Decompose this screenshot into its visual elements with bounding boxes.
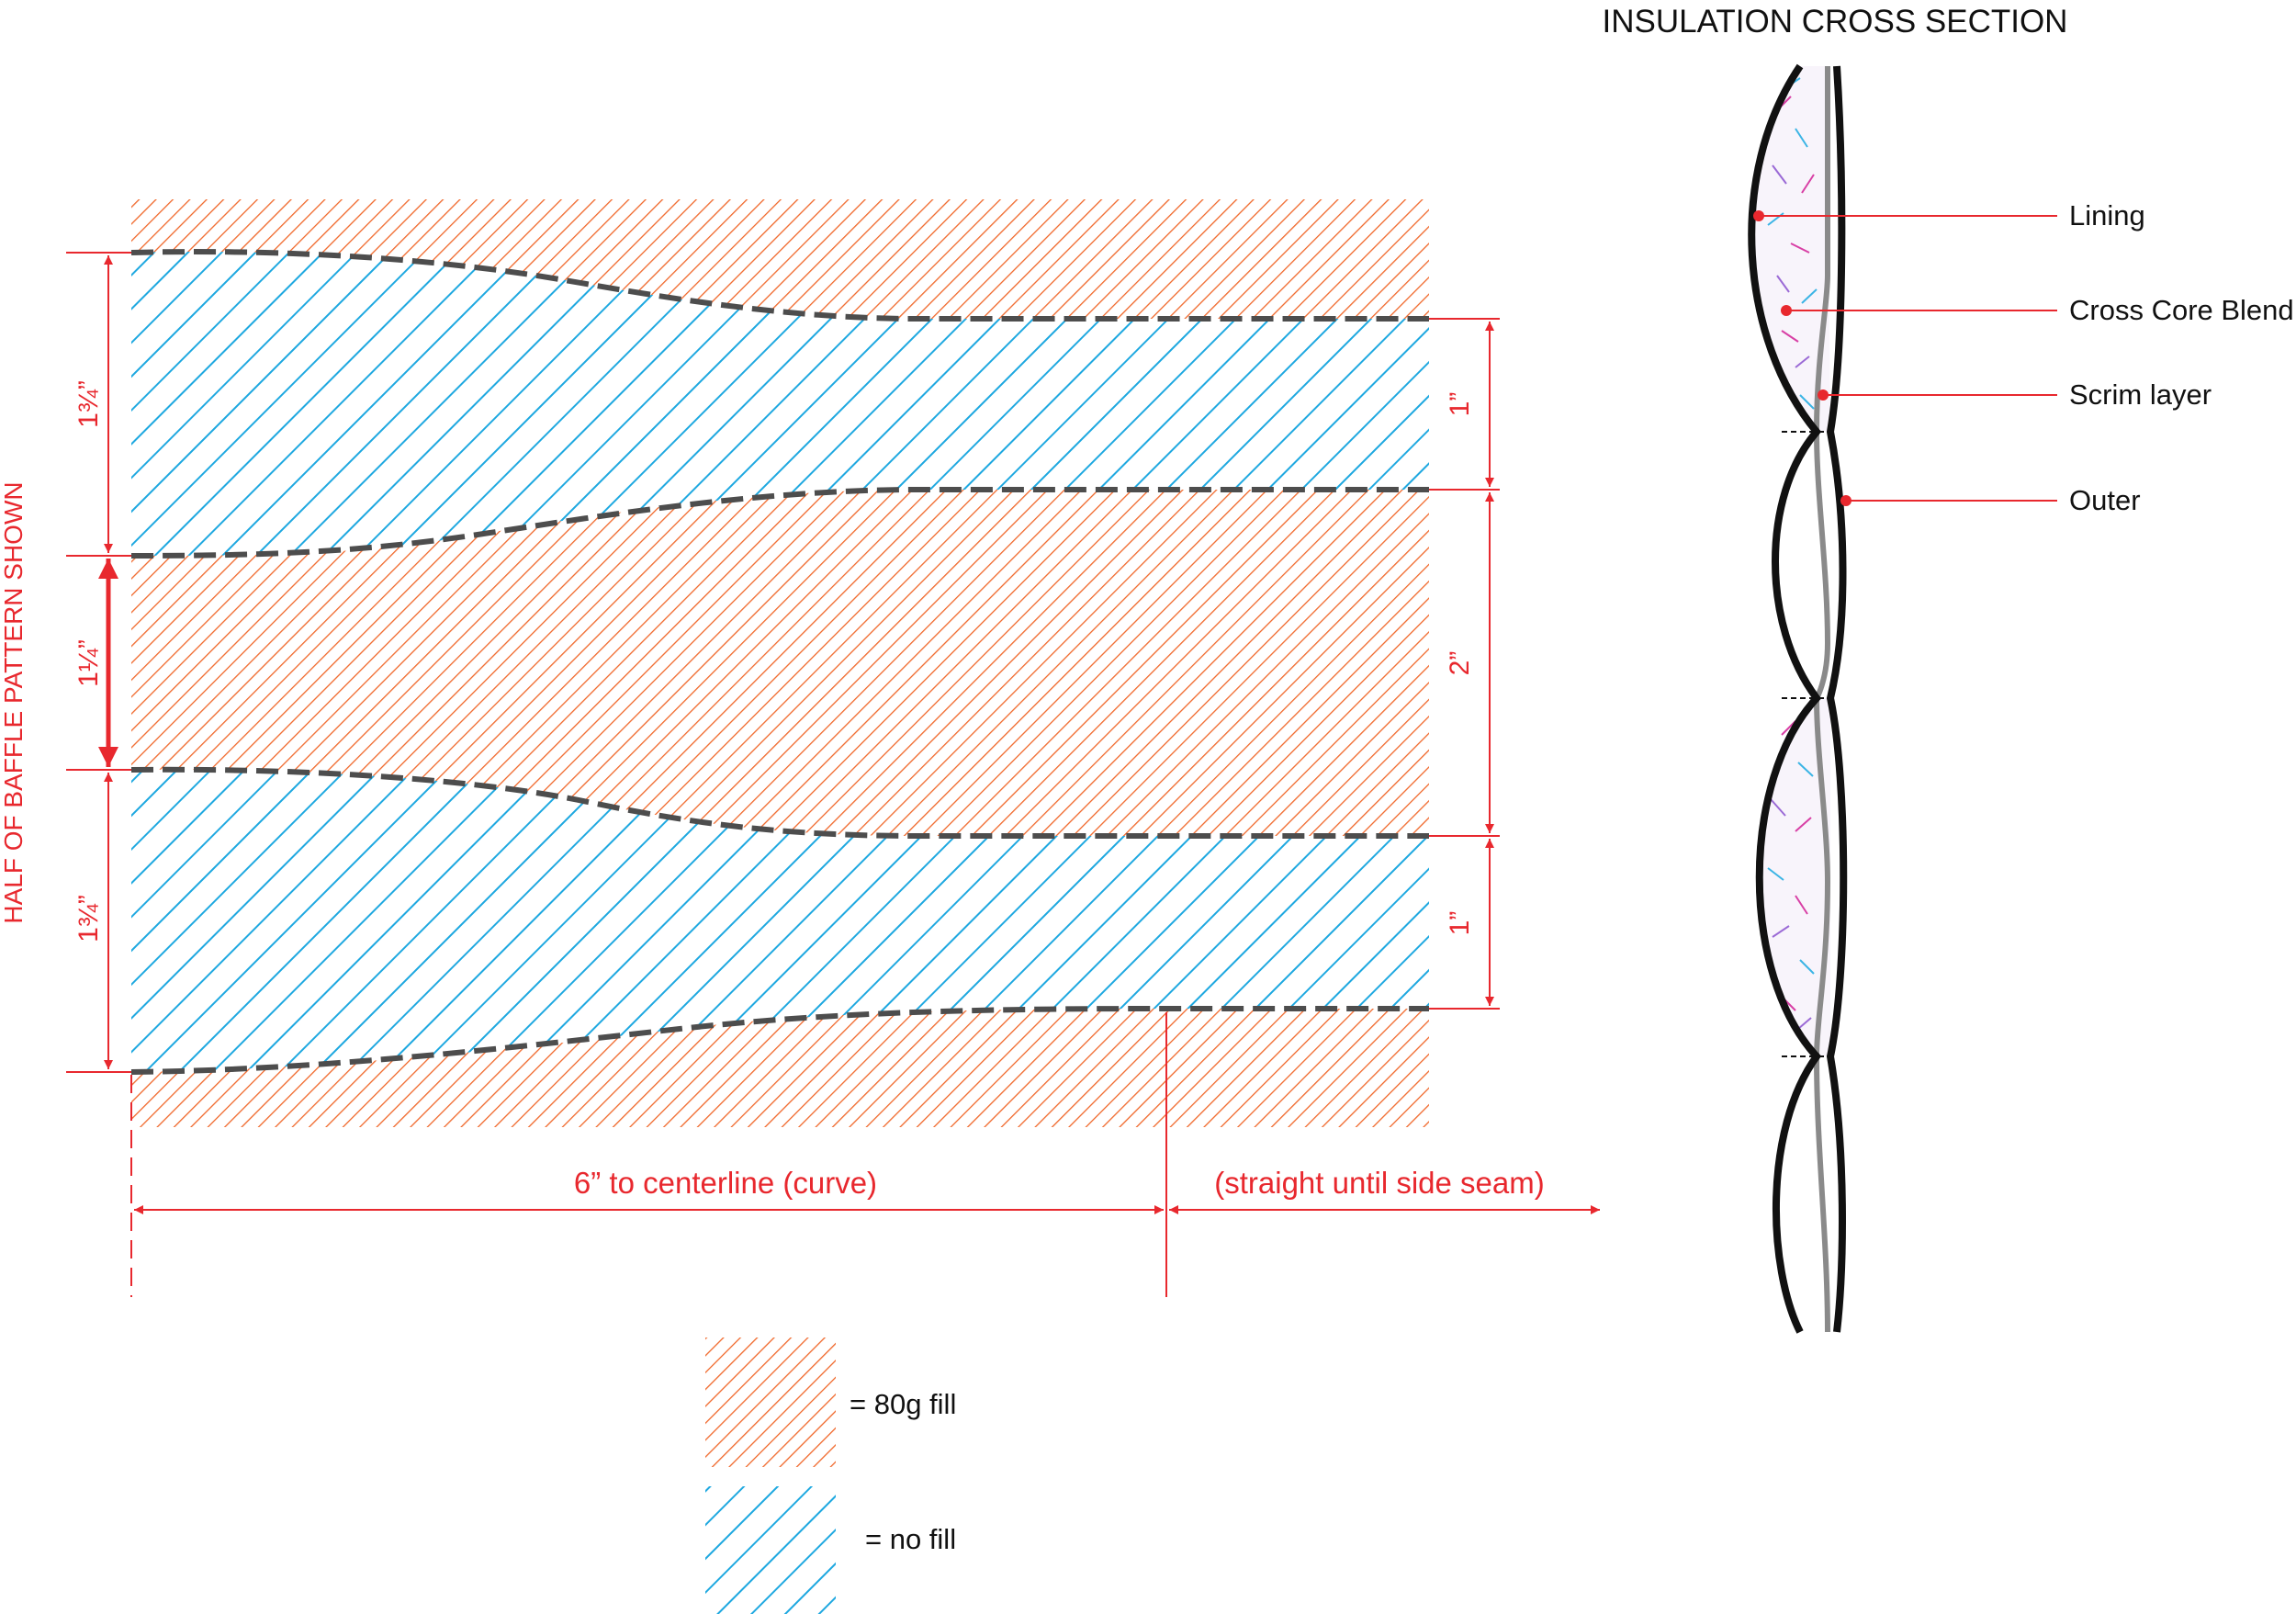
centerline-dimension-label: 6” to centerline (curve): [574, 1166, 877, 1200]
right-dimension-3: 1”: [1445, 911, 1475, 936]
seam-line-2: [130, 487, 1429, 559]
seam-line-4: [130, 1006, 1429, 1075]
cross-section-title: INSULATION CROSS SECTION: [1603, 4, 2068, 40]
right-dimension-1: 1”: [1445, 392, 1475, 417]
bottom-dimension-lines: [130, 1012, 1600, 1297]
baffle-seam-lines: [130, 249, 1429, 1075]
callout-scrim-layer: Scrim layer: [2069, 378, 2212, 411]
left-dimension-1: 1¾”: [73, 380, 104, 428]
left-dimension-lines: [66, 252, 131, 1073]
cross-section-callouts: [1759, 215, 2057, 502]
baffle-pattern: [130, 199, 1429, 1127]
lining-shell: [1748, 63, 1822, 1334]
outer-dot: [1840, 495, 1851, 506]
outer-shell: [1826, 65, 1848, 1333]
cross-core-dot: [1781, 305, 1792, 316]
scrim-dot: [1818, 389, 1829, 401]
stitch-marks: [1782, 431, 1832, 1057]
left-dimension-2: 1¼”: [73, 639, 104, 687]
vertical-title: HALF OF BAFFLE PATTERN SHOWN: [0, 481, 28, 923]
straight-dimension-label: (straight until side seam): [1214, 1166, 1544, 1200]
callout-dots: [1753, 210, 1851, 506]
legend-swatch-no-fill: [705, 1486, 836, 1614]
insulation-lower: [1759, 698, 1830, 1056]
callout-cross-core-blend: Cross Core Blend: [2069, 294, 2294, 326]
no-fill-region-top-hatch: [131, 252, 1429, 556]
cross-section: [1748, 63, 1848, 1334]
lining-dot: [1753, 210, 1764, 221]
left-dimension-3: 1¾”: [73, 895, 104, 942]
legend-swatch-fill: [705, 1337, 836, 1467]
no-fill-region-bottom-hatch: [131, 769, 1429, 1072]
callout-outer: Outer: [2069, 484, 2141, 516]
callout-lining: Lining: [2069, 199, 2145, 231]
right-dimension-2: 2”: [1445, 651, 1475, 676]
right-dimension-lines: [1429, 318, 1500, 1010]
legend-label-no-fill: = no fill: [865, 1523, 956, 1555]
legend-label-fill: = 80g fill: [850, 1388, 956, 1420]
insulation-fibers: [1767, 77, 1818, 1030]
seam-line-3: [130, 766, 1429, 839]
legend: = 80g fill = no fill: [705, 1337, 956, 1614]
